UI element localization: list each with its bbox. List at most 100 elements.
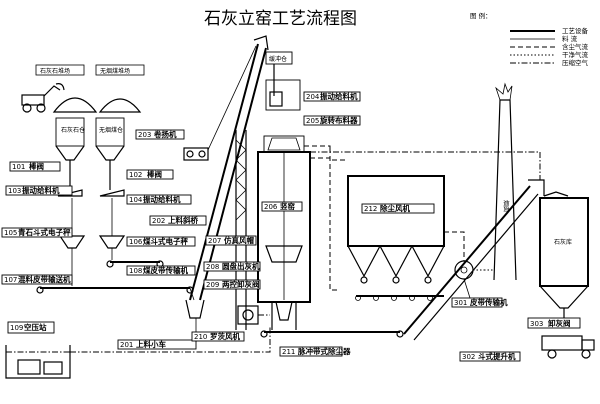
equip-name: 棒阀 — [29, 161, 44, 171]
equip-id: 208 — [206, 263, 219, 271]
feeder-104-shape — [99, 189, 125, 197]
roots-blower-icon — [237, 305, 270, 325]
skip-car-shape — [185, 299, 205, 319]
equip-211 — [361, 203, 435, 214]
equip-102 — [126, 169, 174, 180]
equip-106 — [126, 236, 196, 247]
equip-name: 煤皮带传输机 — [143, 265, 188, 275]
equip-name: 竖窑 — [280, 201, 295, 211]
coal-bin: 无烟煤仓 — [95, 117, 125, 161]
equip-id: 107 — [4, 276, 17, 284]
coal-pile — [98, 98, 142, 113]
equip-id: 204 — [306, 93, 320, 101]
material-flow — [189, 287, 195, 301]
equip-name: 上料小车 — [136, 339, 166, 349]
equip-202 — [149, 215, 207, 226]
equip-204 — [303, 91, 361, 102]
equip-id: 106 — [129, 238, 143, 246]
lime-bin-label: 石灰库 — [554, 238, 572, 246]
equip-name: 旋转布料器 — [319, 115, 358, 125]
limestone-yard-label: 石灰石堆场 — [40, 67, 70, 75]
equip-id: 207 — [208, 237, 221, 245]
equip-208 — [203, 261, 261, 272]
equip-id: 104 — [129, 196, 143, 204]
incline-bridge-left — [189, 43, 259, 301]
equip-name: 上料斜桥 — [168, 215, 198, 225]
dusty-gas-duct — [310, 157, 348, 161]
truck-icon — [541, 335, 595, 359]
lime-silo: 石灰库 — [539, 191, 589, 309]
equip-209 — [203, 279, 261, 290]
equip-id: 102 — [129, 171, 142, 179]
equip-id: 108 — [129, 267, 142, 275]
equip-id: 103 — [8, 187, 21, 195]
equip-303 — [527, 317, 581, 329]
diagram-title: 石灰立窑工艺流程图 — [204, 9, 357, 29]
legend-label: 干净气流 — [562, 50, 589, 59]
dust-collector-211 — [347, 175, 445, 301]
equip-name: 空压站 — [24, 322, 47, 332]
equip-name: 卸灰阀 — [548, 318, 571, 328]
equip-id: 303 — [530, 320, 543, 328]
legend-label: 料 流 — [562, 34, 578, 43]
air-bin-label: 缓冲仓 — [269, 55, 287, 63]
compressed-air-line — [70, 326, 271, 353]
limestone-yard-sign — [35, 64, 85, 76]
incline-bridge-right — [199, 47, 267, 301]
equip-name: 脉冲带式除尘器 — [297, 346, 351, 356]
equip-id: 210 — [194, 333, 207, 341]
equip-206 — [261, 201, 303, 212]
equip-name: 斗式提升机 — [478, 351, 516, 361]
equip-name: 仿真风帽 — [224, 235, 254, 245]
equip-id: 202 — [152, 217, 165, 225]
hopper-105-shape — [58, 235, 86, 249]
limestone-bin-label: 石灰石仓 — [61, 126, 85, 134]
kiln-206 — [257, 62, 311, 330]
limestone-pile — [52, 97, 98, 113]
compressor-station-icon — [5, 345, 71, 379]
compressed-air-duct — [310, 151, 541, 180]
equip-id: 206 — [264, 203, 278, 211]
equip-105 — [1, 227, 73, 238]
winch-icon — [183, 45, 257, 161]
equip-id: 211 — [282, 348, 295, 356]
equip-101 — [9, 161, 61, 172]
bucket-elevator-302 — [403, 179, 545, 341]
equip-104 — [126, 194, 192, 205]
equip-name: 煤斗式电子秤 — [143, 236, 188, 246]
air-bin-box — [265, 51, 293, 65]
equip-103 — [5, 185, 73, 196]
equip-109 — [7, 321, 55, 334]
kiln-top-frame — [265, 79, 301, 111]
equip-210 — [191, 331, 245, 342]
dust-fan-icon — [444, 231, 484, 280]
legend: 图 例： 工艺设备 料 流 含尘气流 干净气流 压缩空气 — [470, 11, 589, 67]
equip-id: 105 — [4, 229, 17, 237]
chimney: 烟囱 — [484, 82, 517, 281]
equip-name: 振动给料机 — [320, 91, 358, 101]
coal-yard-sign — [95, 64, 145, 76]
equip-205 — [303, 115, 361, 126]
equip-301 — [279, 346, 343, 357]
coal-bin-label: 无烟煤仓 — [99, 126, 123, 134]
equip-id: 205 — [306, 117, 319, 125]
equip-name: 皮带传输机 — [469, 297, 508, 307]
equip-name: 两控卸灰阀 — [222, 279, 260, 289]
equip-id: 302 — [462, 353, 475, 361]
equip-id: 201 — [120, 341, 133, 349]
legend-label: 工艺设备 — [562, 26, 589, 35]
equip-207 — [205, 235, 257, 246]
equip-108 — [126, 265, 196, 276]
equip-201 — [117, 339, 197, 350]
equip-107 — [1, 274, 73, 285]
equip-212 — [451, 297, 503, 308]
equip-name: 青石斗式电子秤 — [18, 227, 71, 237]
limestone-yard: 石灰石堆场 — [35, 64, 85, 76]
legend-label: 含尘气流 — [562, 42, 589, 51]
coal-yard-label: 无烟煤堆场 — [100, 67, 130, 75]
coal-yard: 无烟煤堆场 — [95, 64, 145, 76]
equip-203 — [135, 129, 185, 140]
chimney-label: 烟囱 — [502, 200, 510, 212]
